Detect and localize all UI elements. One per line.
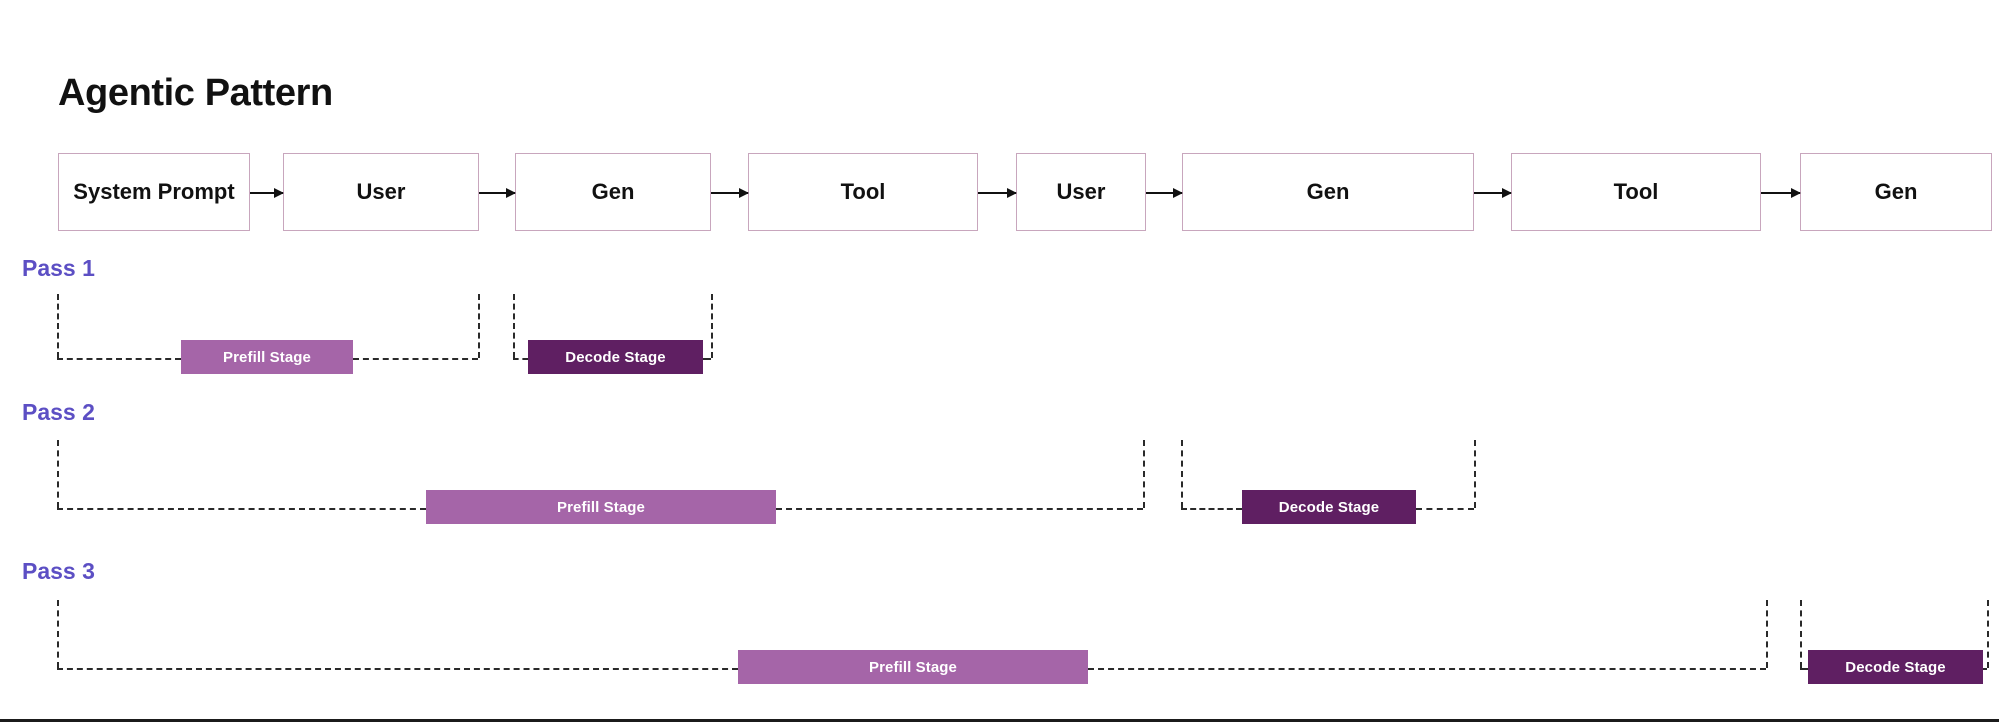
pipeline-box-label: User bbox=[356, 179, 406, 204]
pipeline-box-label: User bbox=[1056, 179, 1106, 204]
pipeline-box-label: Tool bbox=[1613, 179, 1659, 204]
pipeline-box-gen-2[interactable]: Gen bbox=[515, 153, 711, 231]
prefill-baseline-right-2 bbox=[776, 508, 1143, 510]
decode-baseline-left-1 bbox=[513, 358, 528, 360]
prefill-baseline-right-3 bbox=[1088, 668, 1766, 670]
decode-baseline-left-3 bbox=[1800, 668, 1808, 670]
prefill-stage-label: Prefill Stage bbox=[557, 498, 645, 516]
pipeline-box-label: Gen bbox=[1306, 179, 1350, 204]
decode-bracket-left-3 bbox=[1800, 600, 1802, 668]
prefill-stage-bar-pass-1[interactable]: Prefill Stage bbox=[181, 340, 353, 374]
decode-stage-label: Decode Stage bbox=[565, 348, 666, 366]
pass-label-2: Pass 2 bbox=[22, 399, 95, 425]
pipeline-arrow-icon-5 bbox=[1474, 187, 1512, 198]
pass-label-3: Pass 3 bbox=[22, 558, 95, 584]
prefill-stage-bar-pass-2[interactable]: Prefill Stage bbox=[426, 490, 776, 524]
decode-baseline-right-3 bbox=[1983, 668, 1987, 670]
decode-baseline-right-2 bbox=[1416, 508, 1474, 510]
decode-stage-bar-pass-3[interactable]: Decode Stage bbox=[1808, 650, 1983, 684]
decode-stage-label: Decode Stage bbox=[1278, 498, 1380, 516]
pipeline-arrow-icon-4 bbox=[1146, 187, 1183, 198]
prefill-stage-label: Prefill Stage bbox=[869, 658, 957, 676]
decode-bracket-left-1 bbox=[513, 294, 515, 358]
decode-stage-bar-pass-1[interactable]: Decode Stage bbox=[528, 340, 703, 374]
pipeline-arrow-icon-0 bbox=[250, 187, 284, 198]
page-title: Agentic Pattern bbox=[58, 72, 333, 114]
pipeline-box-label: System Prompt bbox=[73, 179, 235, 204]
pipeline-arrow-icon-3 bbox=[978, 187, 1017, 198]
pipeline-box-system-prompt-0[interactable]: System Prompt bbox=[58, 153, 250, 231]
pipeline-box-gen-5[interactable]: Gen bbox=[1182, 153, 1474, 231]
decode-stage-bar-pass-2[interactable]: Decode Stage bbox=[1242, 490, 1416, 524]
prefill-bracket-left-2 bbox=[57, 440, 59, 508]
pipeline-arrow-icon-1 bbox=[479, 187, 516, 198]
decode-bracket-right-2 bbox=[1474, 440, 1476, 508]
decode-stage-label: Decode Stage bbox=[1845, 658, 1946, 676]
prefill-baseline-left-1 bbox=[57, 358, 181, 360]
prefill-bracket-left-3 bbox=[57, 600, 59, 668]
pipeline-box-user-1[interactable]: User bbox=[283, 153, 479, 231]
bottom-divider bbox=[0, 719, 1999, 722]
pass-label-1: Pass 1 bbox=[22, 255, 95, 281]
decode-bracket-right-3 bbox=[1987, 600, 1989, 668]
prefill-bracket-left-1 bbox=[57, 294, 59, 358]
pipeline-box-user-4[interactable]: User bbox=[1016, 153, 1146, 231]
pipeline-box-tool-6[interactable]: Tool bbox=[1511, 153, 1761, 231]
decode-baseline-left-2 bbox=[1181, 508, 1242, 510]
decode-baseline-right-1 bbox=[703, 358, 711, 360]
prefill-baseline-left-3 bbox=[57, 668, 738, 670]
prefill-baseline-right-1 bbox=[353, 358, 478, 360]
prefill-stage-bar-pass-3[interactable]: Prefill Stage bbox=[738, 650, 1088, 684]
decode-bracket-left-2 bbox=[1181, 440, 1183, 508]
prefill-stage-label: Prefill Stage bbox=[223, 348, 311, 366]
decode-bracket-right-1 bbox=[711, 294, 713, 358]
prefill-bracket-right-1 bbox=[478, 294, 480, 358]
pipeline-box-label: Gen bbox=[1874, 179, 1918, 204]
pipeline-box-label: Gen bbox=[591, 179, 635, 204]
prefill-bracket-right-2 bbox=[1143, 440, 1145, 508]
prefill-baseline-left-2 bbox=[57, 508, 426, 510]
prefill-bracket-right-3 bbox=[1766, 600, 1768, 668]
pipeline-box-label: Tool bbox=[840, 179, 886, 204]
pipeline-box-tool-3[interactable]: Tool bbox=[748, 153, 978, 231]
pipeline-arrow-icon-2 bbox=[711, 187, 749, 198]
pipeline-arrow-icon-6 bbox=[1761, 187, 1801, 198]
pipeline-box-gen-7[interactable]: Gen bbox=[1800, 153, 1992, 231]
